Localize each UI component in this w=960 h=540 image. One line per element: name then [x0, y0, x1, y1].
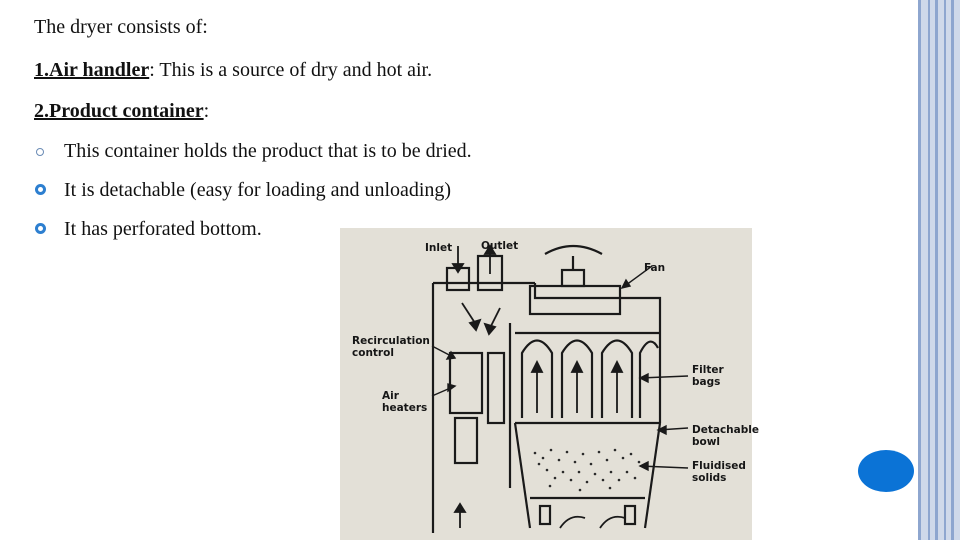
border-line: [935, 0, 938, 540]
bullet-item-perforated-bottom: It has perforated bottom.: [64, 218, 262, 240]
hollow-bullet-icon: [36, 148, 44, 156]
right-border-decoration: [918, 0, 960, 540]
filled-bullet-icon: [35, 223, 46, 234]
air-handler-term: 1.Air handler: [34, 59, 150, 81]
label-inlet: Inlet: [425, 242, 453, 254]
product-container-colon: :: [203, 100, 210, 122]
product-container-line: 2.Product container:: [34, 99, 209, 123]
label-fan: Fan: [644, 262, 666, 274]
dryer-schematic: [431, 244, 689, 533]
fluid-bed-dryer-diagram: Inlet Outlet Fan Recirculation control A…: [340, 228, 759, 540]
bullet-item-detachable: It is detachable (easy for loading and u…: [64, 179, 452, 201]
bullet-item-holds-product: This container holds the product that is…: [64, 140, 472, 162]
air-handler-description: : This is a source of dry and hot air.: [149, 59, 433, 81]
label-outlet: Outlet: [481, 240, 519, 252]
label-fluidised-solids: Fluidised solids: [692, 460, 746, 484]
border-line: [951, 0, 954, 540]
label-detachable-bowl: Detachable bowl: [692, 424, 759, 448]
border-line: [944, 0, 946, 540]
border-line: [918, 0, 921, 540]
label-air-heaters: Air heaters: [382, 390, 428, 414]
air-handler-line: 1.Air handler: This is a source of dry a…: [34, 58, 432, 82]
intro-line: The dryer consists of:: [34, 16, 208, 38]
slide-navigation-button[interactable]: [858, 450, 914, 492]
label-recirculation-control: Recirculation control: [352, 335, 430, 359]
label-filter-bags: Filter bags: [692, 364, 724, 388]
border-line: [928, 0, 930, 540]
product-container-term: 2.Product container: [34, 100, 204, 122]
filled-bullet-icon: [35, 184, 46, 195]
